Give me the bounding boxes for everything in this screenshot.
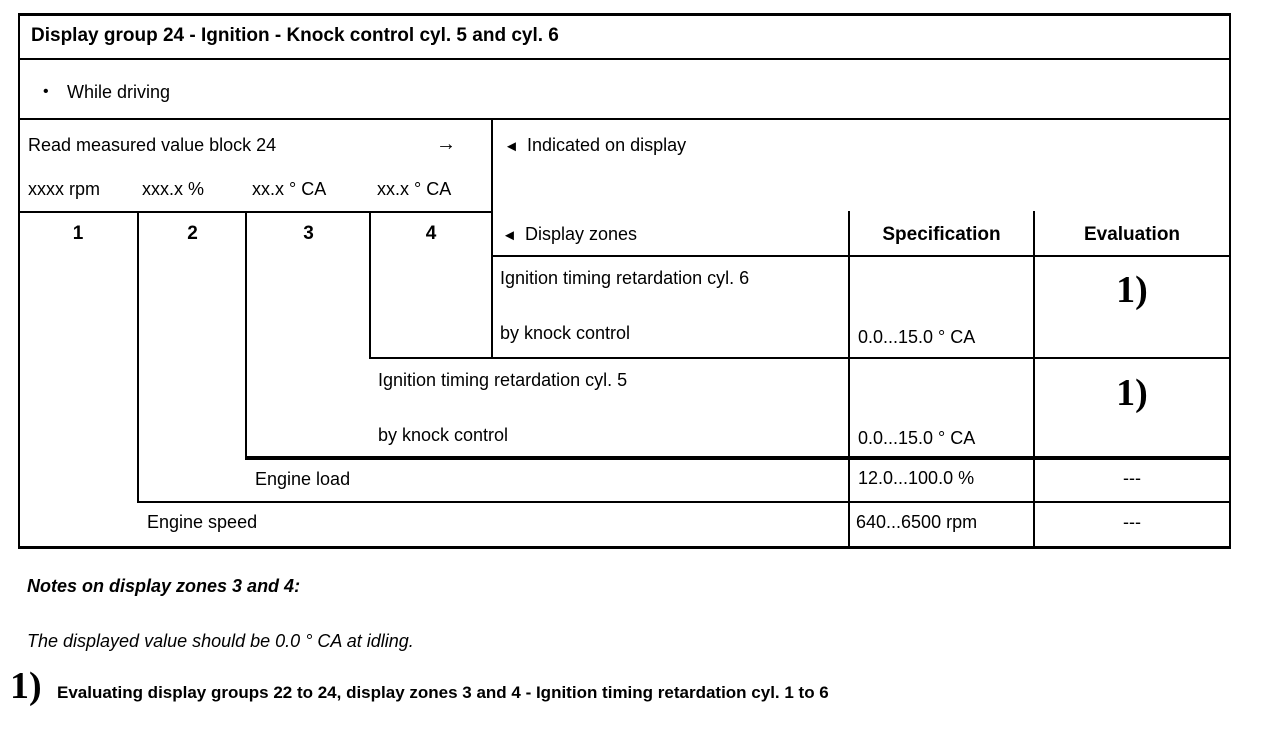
page-title: Display group 24 - Ignition - Knock cont… [31, 25, 559, 46]
zone-number-1: 1 [72, 223, 84, 244]
left-pointer-icon: ◄ [504, 138, 519, 155]
row-cyl6-evaluation: 1) [1116, 269, 1148, 311]
row-engine-load-label: Engine load [255, 469, 351, 489]
read-measured-value-label: Read measured value block 24 [28, 135, 277, 155]
display-format-load: xxx.x % [142, 179, 205, 199]
table-right-border [1229, 13, 1231, 549]
row-cyl5-top-border [369, 357, 1231, 359]
notes-heading: Notes on display zones 3 and 4: [27, 576, 301, 596]
row-cyl5-evaluation: 1) [1116, 372, 1148, 414]
table-top-border [18, 13, 1231, 16]
row-cyl5-label-line1: Ignition timing retardation cyl. 5 [378, 370, 628, 390]
row-engine-speed-top-border [137, 501, 1231, 503]
zone1-divider [137, 211, 139, 503]
zone-number-4: 4 [425, 223, 437, 244]
row-engine-speed-label: Engine speed [147, 512, 258, 532]
row-engine-load-specification: 12.0...100.0 % [858, 468, 975, 488]
title-bottom-border [18, 58, 1231, 60]
display-format-ca-2: xx.x ° CA [377, 179, 452, 199]
table-bottom-border [18, 546, 1231, 549]
zone-number-2: 2 [187, 223, 198, 244]
row-engine-speed-specification: 640...6500 rpm [856, 512, 978, 532]
measured-box-divider [491, 118, 493, 357]
display-format-rpm: xxxx rpm [28, 179, 100, 199]
specification-column-divider [848, 211, 850, 548]
header-row-bottom-border [491, 255, 1231, 257]
row-cyl6-label-line1: Ignition timing retardation cyl. 6 [500, 268, 750, 288]
indicated-on-display-label: Indicated on display [527, 135, 687, 155]
zone3-divider [369, 211, 371, 359]
row-cyl5-label-line2: by knock control [378, 425, 509, 445]
evaluation-column-divider [1033, 211, 1035, 548]
zone-number-3: 3 [303, 223, 314, 244]
measured-box-bottom-border [18, 211, 493, 213]
table-left-border [18, 13, 20, 549]
condition-bottom-border [18, 118, 1231, 120]
footnote-text: Evaluating display groups 22 to 24, disp… [57, 683, 829, 702]
row-cyl5-specification: 0.0...15.0 ° CA [858, 428, 976, 448]
zone2-divider [245, 211, 247, 458]
row-cyl6-label-line2: by knock control [500, 323, 631, 343]
condition-label: While driving [67, 82, 171, 102]
bullet-icon: • [43, 83, 49, 100]
row-cyl6-specification: 0.0...15.0 ° CA [858, 327, 976, 347]
footnote-marker: 1) [10, 665, 42, 707]
row-engine-load-top-border [245, 456, 1231, 460]
display-zones-label: Display zones [525, 224, 638, 244]
arrow-right-icon: → [436, 133, 456, 155]
left-pointer-icon: ◄ [502, 227, 517, 244]
specification-header: Specification [882, 224, 1001, 245]
evaluation-header: Evaluation [1083, 224, 1181, 245]
notes-body: The displayed value should be 0.0 ° CA a… [27, 631, 414, 651]
row-engine-speed-evaluation: --- [1123, 512, 1141, 532]
display-format-ca-1: xx.x ° CA [252, 179, 327, 199]
row-engine-load-evaluation: --- [1123, 468, 1141, 488]
